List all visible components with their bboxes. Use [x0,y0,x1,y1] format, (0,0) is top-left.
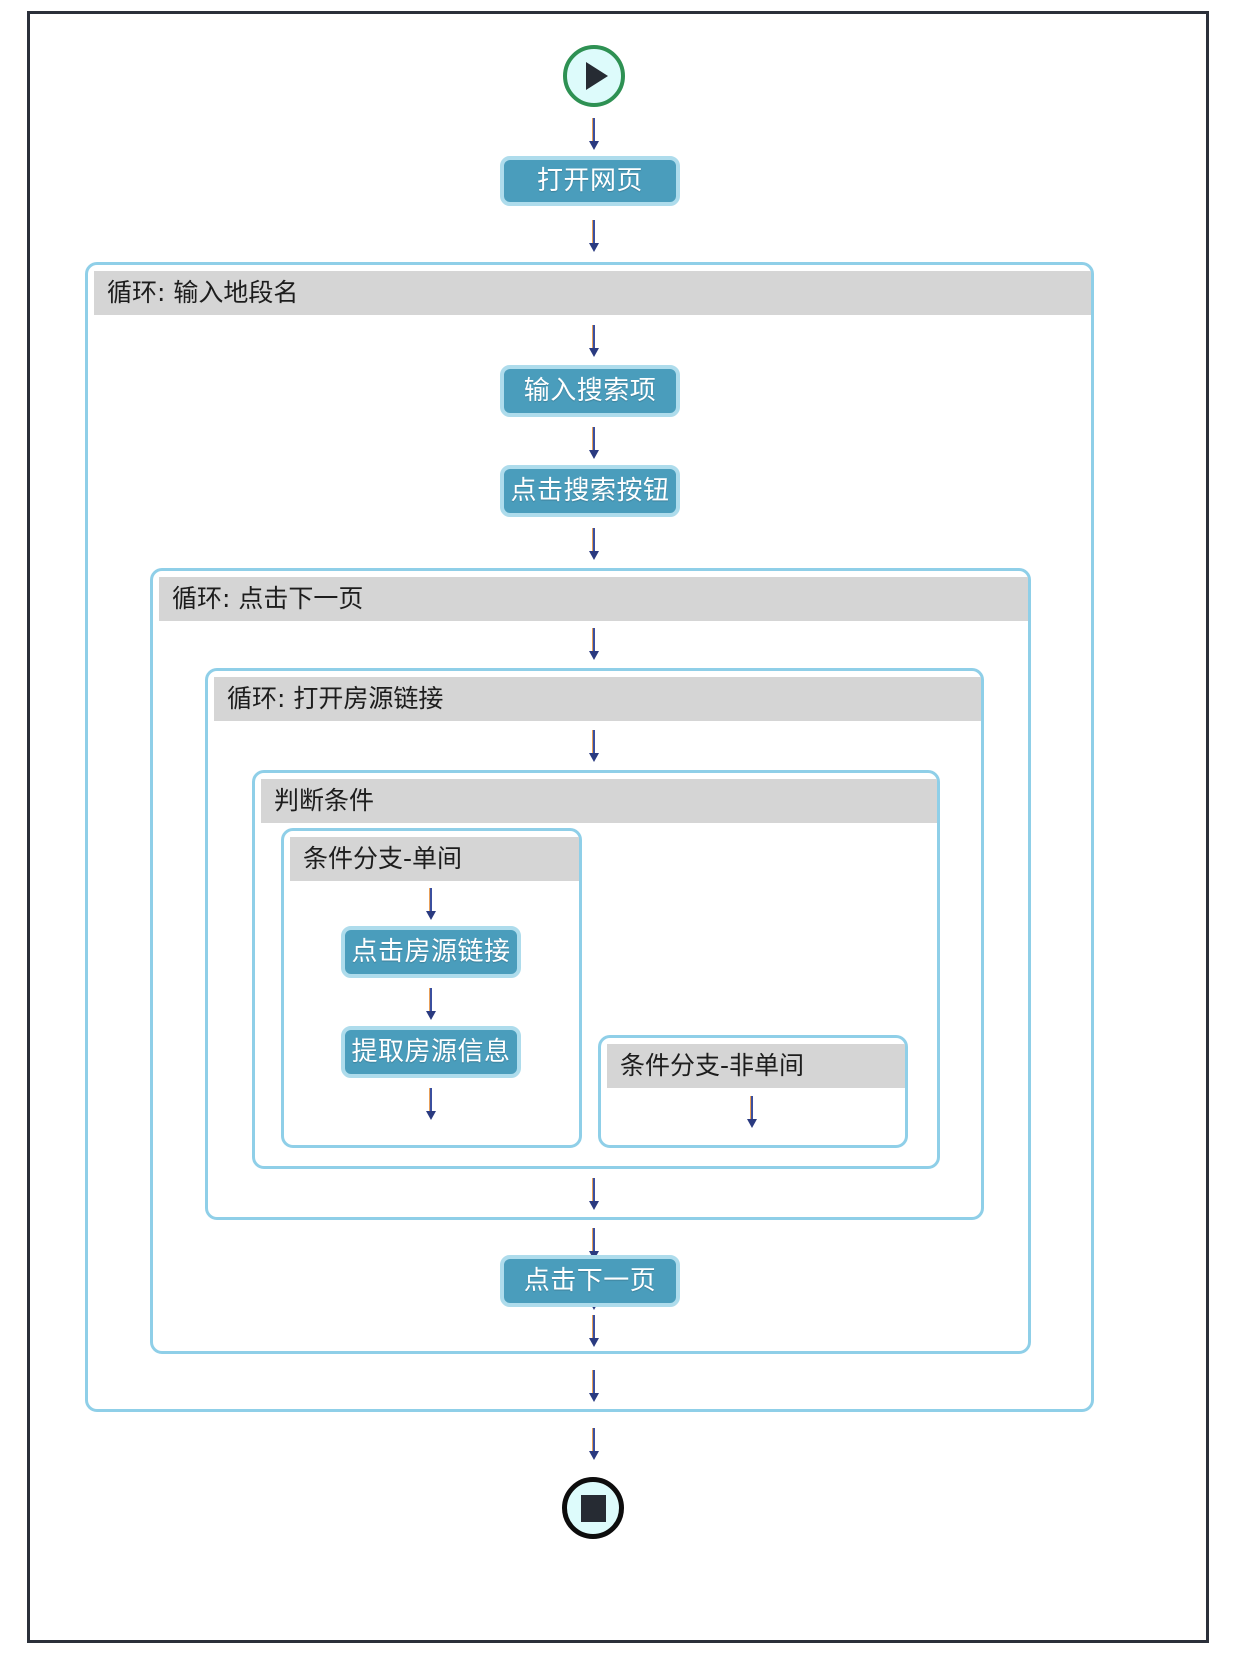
container-branch-non-single-room[interactable]: 条件分支-非单间 [598,1035,908,1148]
container-branch-non-single-room-header: 条件分支-非单间 [607,1044,905,1088]
container-condition-header: 判断条件 [261,779,937,823]
node-click-listing-link[interactable]: 点击房源链接 [341,926,521,978]
node-click-search-button[interactable]: 点击搜索按钮 [500,465,680,517]
stop-icon [580,1494,606,1522]
end-node[interactable] [562,1477,624,1539]
arrow-open-page-to-loop1 [587,220,601,254]
container-loop-input-area-name-header: 循环: 输入地段名 [94,271,1091,315]
arrow-start-to-open-page [587,118,601,152]
node-click-next-page[interactable]: 点击下一页 [500,1255,680,1307]
container-branch-single-room[interactable]: 条件分支-单间 [281,828,582,1148]
container-branch-single-room-header: 条件分支-单间 [290,837,579,881]
node-open-page[interactable]: 打开网页 [500,156,680,206]
node-extract-listing-info[interactable]: 提取房源信息 [341,1026,521,1078]
container-loop-open-listing-link-header: 循环: 打开房源链接 [214,677,981,721]
play-icon [586,62,608,90]
start-node[interactable] [563,45,625,107]
arrow-loop1-end-to-end-node [587,1428,601,1462]
node-input-search-term[interactable]: 输入搜索项 [500,365,680,417]
container-loop-click-next-page-header: 循环: 点击下一页 [159,577,1028,621]
